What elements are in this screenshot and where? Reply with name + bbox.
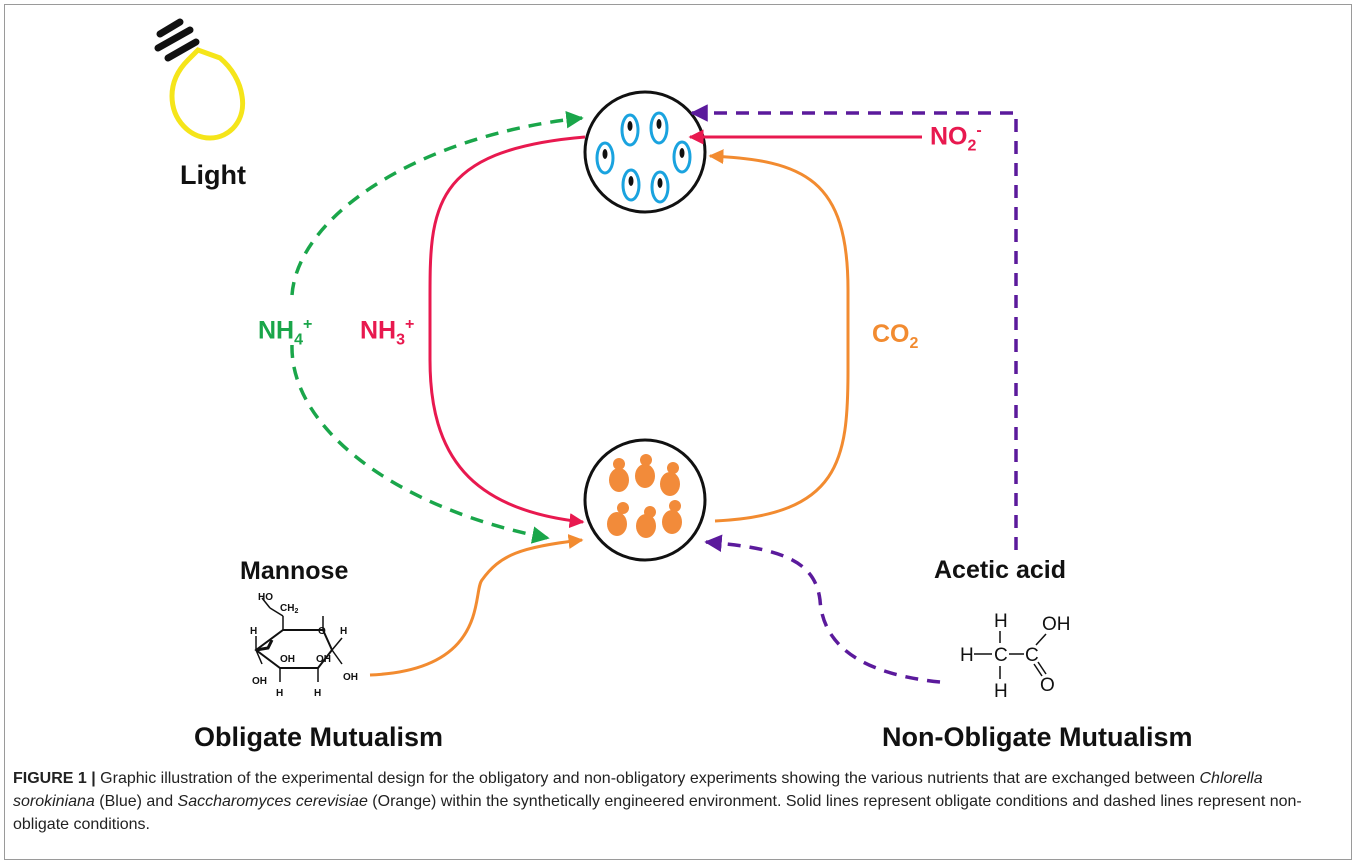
mannose-oh-2: OH [280, 654, 295, 665]
caption-species-saccharomyces: Saccharomyces cerevisiae [177, 793, 368, 810]
mannose-h-4: H [314, 688, 321, 699]
mannose-h-3: H [276, 688, 283, 699]
acetic-o: O [1040, 675, 1055, 696]
mannose-label: Mannose [240, 557, 349, 585]
acetic-h-bottom: H [994, 681, 1008, 702]
mannose-h-1: H [250, 626, 257, 637]
acetic-h-top: H [994, 611, 1008, 632]
caption-species-chlorella: Chlorella sorokiniana [13, 770, 1263, 810]
figure-caption: FIGURE 1 | Graphic illustration of the e… [13, 767, 1343, 836]
obligate-mutualism-label: Obligate Mutualism [194, 722, 444, 752]
acetic-acid-arrow-up [690, 104, 1018, 550]
acetic-h-left: H [960, 645, 974, 666]
yeast-cells-icon [607, 454, 682, 538]
chlorella-organelles [595, 111, 692, 204]
caption-text-1: Graphic illustration of the experimental… [95, 770, 1200, 787]
acetic-acid-label: Acetic acid [934, 556, 1067, 584]
acetic-acid-arrow-down [704, 534, 941, 684]
mannose-oh-4: OH [343, 672, 358, 683]
non-obligate-mutualism-label: Non-Obligate Mutualism [882, 722, 1193, 752]
mannose-structure: HO CH2 O H H OH OH OH OH H H [250, 592, 358, 699]
mannose-oh-3: OH [316, 654, 331, 665]
acetic-c1: C [994, 645, 1008, 666]
light-label: Light [180, 160, 246, 190]
co2-label: CO2 [872, 320, 919, 352]
nh4-arrow-down [290, 344, 550, 544]
acetic-oh: OH [1042, 614, 1071, 635]
mannose-h-2: H [340, 626, 347, 637]
nh3-loop [428, 135, 586, 529]
acetic-acid-structure: H H C C H OH O [960, 611, 1071, 702]
mannose-ho-label: HO [258, 592, 273, 603]
mutualism-diagram: HO CH2 O H H OH OH OH OH H H H H C C H O… [154, 18, 1071, 702]
chlorella-cell [583, 90, 707, 214]
caption-figure-label: FIGURE 1 | [13, 770, 96, 787]
no2-label: NO2- [930, 122, 982, 155]
nh4-label: NH4+ [258, 316, 313, 349]
mannose-ch2-label: CH2 [280, 603, 298, 615]
figure-frame [4, 4, 1352, 860]
mannose-oh-1: OH [252, 676, 267, 687]
caption-text-3: (Orange) within the synthetically engine… [13, 793, 1302, 833]
nh4-arrow-up [290, 110, 584, 296]
caption-text-2: (Blue) and [94, 793, 178, 810]
mannose-arrow [369, 534, 584, 677]
light-bulb-icon [154, 18, 246, 141]
nh3-label: NH3+ [360, 316, 415, 349]
co2-loop [708, 149, 850, 523]
acetic-c2: C [1025, 645, 1039, 666]
mannose-ring-o-label: O [318, 626, 326, 637]
yeast-cell [583, 438, 707, 562]
